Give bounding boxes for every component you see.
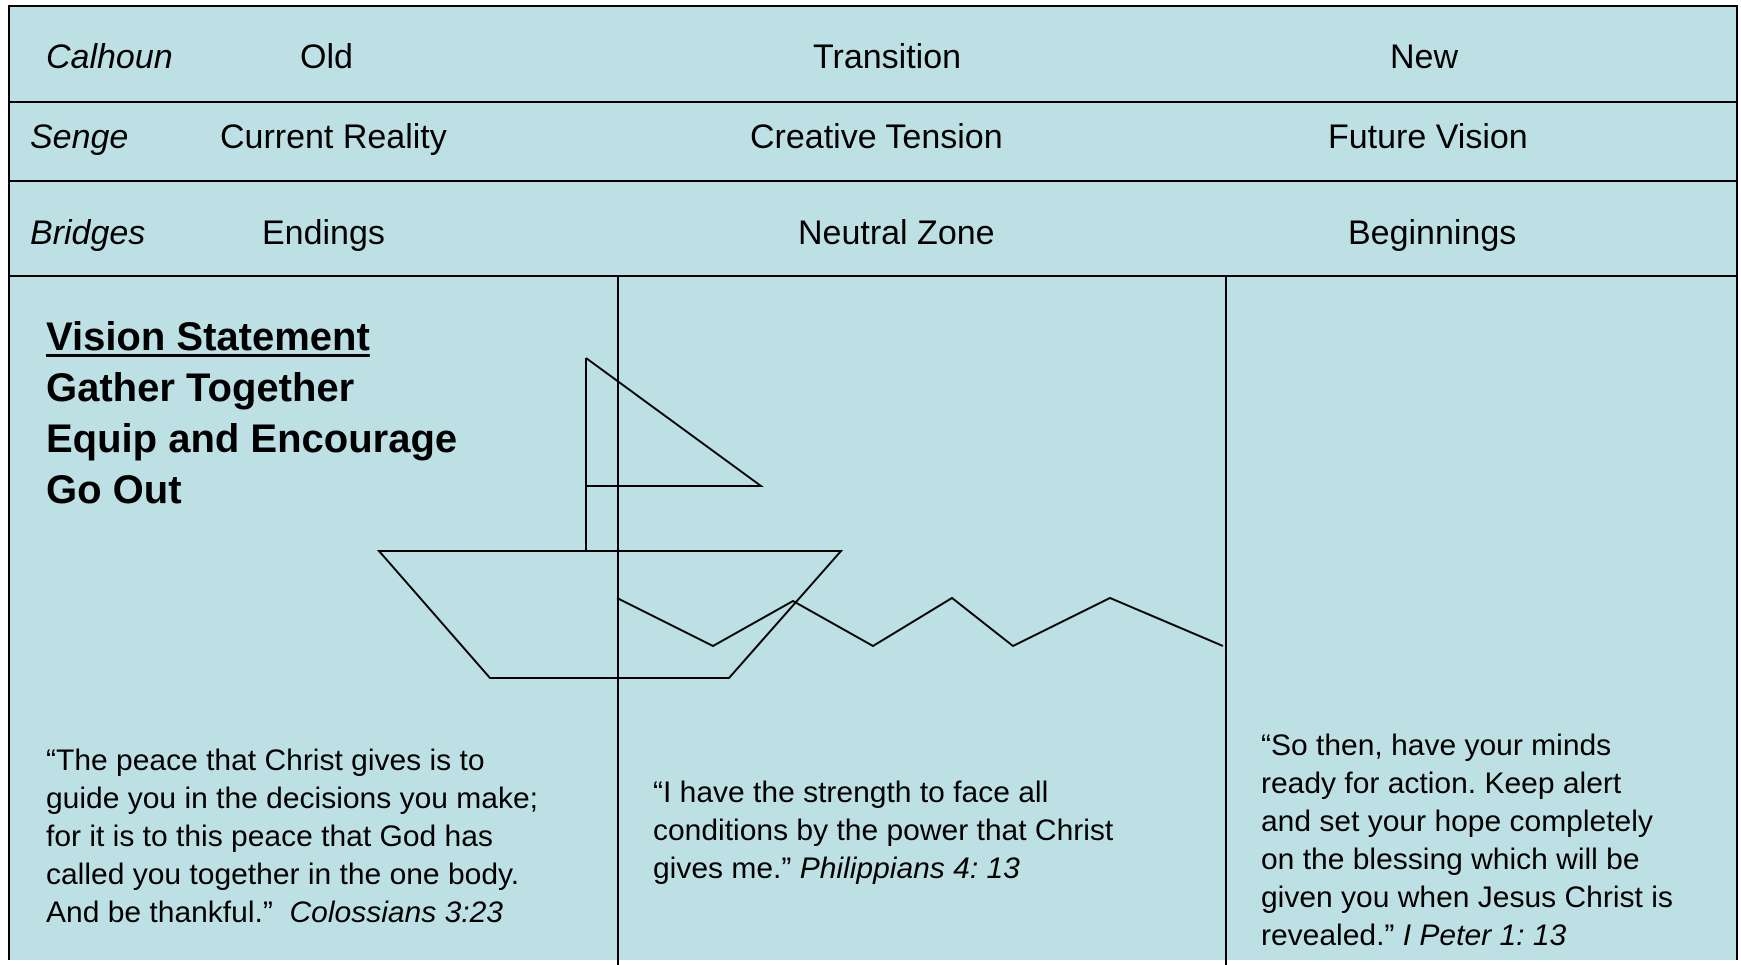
scripture-reference: I Peter 1: 13 <box>1402 919 1567 952</box>
boat-hull <box>376 550 844 679</box>
row-label-senge: Senge <box>30 118 129 156</box>
quote-line: on the blessing which will be <box>1261 843 1640 876</box>
stage-creative-tension: Creative Tension <box>750 118 1003 156</box>
vision-line-go-out: Go Out <box>46 468 182 512</box>
quote-line: guide you in the decisions you make; <box>46 782 538 815</box>
scripture-reference: Colossians 3:23 <box>289 896 503 929</box>
transition-model-slide: Calhoun Old Transition New Senge Current… <box>8 5 1738 965</box>
quote-line: for it is to this peace that God has <box>46 820 493 853</box>
stage-new: New <box>1390 38 1459 76</box>
quote-line: conditions by the power that Christ <box>653 814 1114 847</box>
quote-line: given you when Jesus Christ is <box>1261 881 1673 914</box>
wave-line-icon <box>616 596 1224 648</box>
boat-drawing-icon <box>376 357 1224 679</box>
stage-endings: Endings <box>262 214 385 252</box>
quote-line: and set your hope completely <box>1261 805 1653 838</box>
quote-text: gives me.” <box>653 852 800 885</box>
quote-line: called you together in the one body. <box>46 858 520 891</box>
quote-colossians: “The peace that Christ gives is to guide… <box>46 742 538 932</box>
quote-line: “The peace that Christ gives is to <box>46 744 485 777</box>
quote-philippians: “I have the strength to face all conditi… <box>653 774 1113 888</box>
vision-statement-title: Vision Statement <box>46 315 370 359</box>
stage-future-vision: Future Vision <box>1328 118 1528 156</box>
vision-statement: Vision Statement Gather Together Equip a… <box>46 312 457 516</box>
quote-line: “So then, have your minds <box>1261 729 1612 762</box>
stage-current-reality: Current Reality <box>220 118 447 156</box>
column-divider-1 <box>617 275 619 965</box>
stage-beginnings: Beginnings <box>1348 214 1517 252</box>
row-label-calhoun: Calhoun <box>46 38 173 76</box>
quote-text: And be thankful.” <box>46 896 290 929</box>
quote-line: “I have the strength to face all <box>653 776 1049 809</box>
scripture-reference: Philippians 4: 13 <box>799 852 1020 885</box>
stage-old: Old <box>300 38 353 76</box>
boat-sail <box>585 357 765 487</box>
stage-transition: Transition <box>813 38 962 76</box>
row-divider-3 <box>10 275 1736 277</box>
quote-line-last: gives me.” Philippians 4: 13 <box>653 850 1113 888</box>
quote-line-last: revealed.” I Peter 1: 13 <box>1261 917 1673 955</box>
row-divider-2 <box>10 180 1736 182</box>
row-label-bridges: Bridges <box>30 214 146 252</box>
quote-text: revealed.” <box>1261 919 1403 952</box>
quote-peter: “So then, have your minds ready for acti… <box>1261 727 1673 955</box>
row-divider-1 <box>10 101 1736 103</box>
quote-line-last: And be thankful.” Colossians 3:23 <box>46 894 538 932</box>
stage-neutral-zone: Neutral Zone <box>798 214 995 252</box>
quote-line: ready for action. Keep alert <box>1261 767 1622 800</box>
vision-line-gather: Gather Together <box>46 366 355 410</box>
column-divider-2 <box>1225 275 1227 965</box>
vision-line-equip: Equip and Encourage <box>46 417 458 461</box>
